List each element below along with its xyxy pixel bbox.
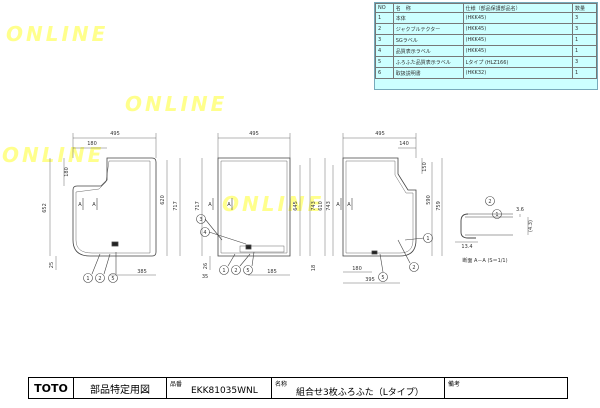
dim-lid2-h-right: 717 [195,201,201,211]
section-a-left: A [78,202,82,208]
dim-lid1-bottom-w: 385 [137,269,147,275]
watermark: ONLINE [222,192,325,216]
dim-lid3-h-right: 759 [436,201,442,211]
dim-lid3-h-left: 610 [318,201,324,211]
watermark: ONLINE [125,92,228,116]
callout-number: 1 [426,236,429,242]
dim-lid3-notch-w: 140 [399,141,409,147]
dim-lid3-h-left2: 743 [326,201,332,211]
callout-number: 1 [495,212,498,218]
remarks-cell: 備考 [445,378,567,398]
callout-number: 2 [234,268,237,274]
product-name: 組合せ3枚ふろふた（Lタイプ） [296,387,424,398]
part-number-cell: 品番 EKK81035WNL [167,378,272,398]
dim-lid1-h-inner: 620 [160,195,166,205]
section-a-right: A [92,202,96,208]
remarks-label: 備考 [448,381,461,388]
dim-lid3-notch-h: 150 [422,162,428,172]
callout-number: 2 [488,199,491,205]
callout-number: 1 [222,268,225,274]
dim-lid3-h-inner: 590 [426,195,432,205]
product-name-cell: 名称 組合せ3枚ふろふた（Lタイプ） [272,378,445,398]
dim-lid2-width: 495 [249,131,259,137]
lid3-inner [345,160,414,254]
watermark: ONLINE [2,143,105,167]
dim-lid1-width: 495 [110,131,120,137]
section-a-right: A [347,202,351,208]
callout-number: 4 [203,230,206,236]
dim-lid1-notch-h: 180 [64,167,70,177]
dim-lid2-h-mid: 743 [311,201,317,211]
callout-number: 5 [246,268,249,274]
lid1-outline [72,157,157,257]
section-a-left: A [336,202,340,208]
doc-type: 部品特定用図 [74,378,167,398]
dim-lid2-35: 35 [202,274,208,280]
dim-lid3-width: 495 [375,131,385,137]
section-profile [460,213,476,239]
section-dim: 3.6 [516,207,524,213]
title-block: TOTO 部品特定用図 品番 EKK81035WNL 名称 組合せ3枚ふろふた（… [28,377,568,399]
dim-lid1-notch-w: 180 [87,141,97,147]
part-number-label: 品番 [170,381,183,388]
callout-number: 2 [98,276,101,282]
watermark: ONLINE [6,22,109,46]
part-spec: (HKK32) [462,67,574,79]
lid1-inner [75,160,151,254]
dim-lid1-h-side: 717 [173,201,179,211]
dim-lid3-395: 395 [365,277,375,283]
lid2-outline [217,157,291,257]
dim-lid2-h-top: 645 [293,201,299,211]
section-label: 断面 A－A (S＝1/1) [462,257,507,264]
callout-number: 3 [199,217,202,223]
section-dim: 13.4 [461,244,472,250]
callout-number: 5 [111,276,114,282]
dim-lid1-h-total: 652 [42,203,48,213]
dim-lid1-bottom-gap: 25 [49,262,55,268]
part-qty: 1 [572,67,597,79]
part-number: EKK81035WNL [191,386,258,396]
section-dim: (4.3) [528,220,534,232]
dim-lid3-bottom-gap: 18 [311,265,317,271]
section-a-right: A [227,202,231,208]
brand-logo: TOTO [29,378,74,398]
callout-number: 5 [381,275,384,281]
product-name-label: 名称 [275,381,288,388]
lid3-outline [342,157,417,257]
dim-lid2-bottom-gap: 26 [203,263,209,269]
callout-number: 1 [86,276,89,282]
dim-lid2-185: 185 [267,269,277,275]
dim-lid3-180: 180 [352,266,362,272]
dimension-labels: 495 180 180 652 620 717 25 385 495 645 7… [42,131,534,283]
callout-number: 2 [412,265,415,271]
lid2-inner [220,160,288,254]
section-a-left: A [208,202,212,208]
